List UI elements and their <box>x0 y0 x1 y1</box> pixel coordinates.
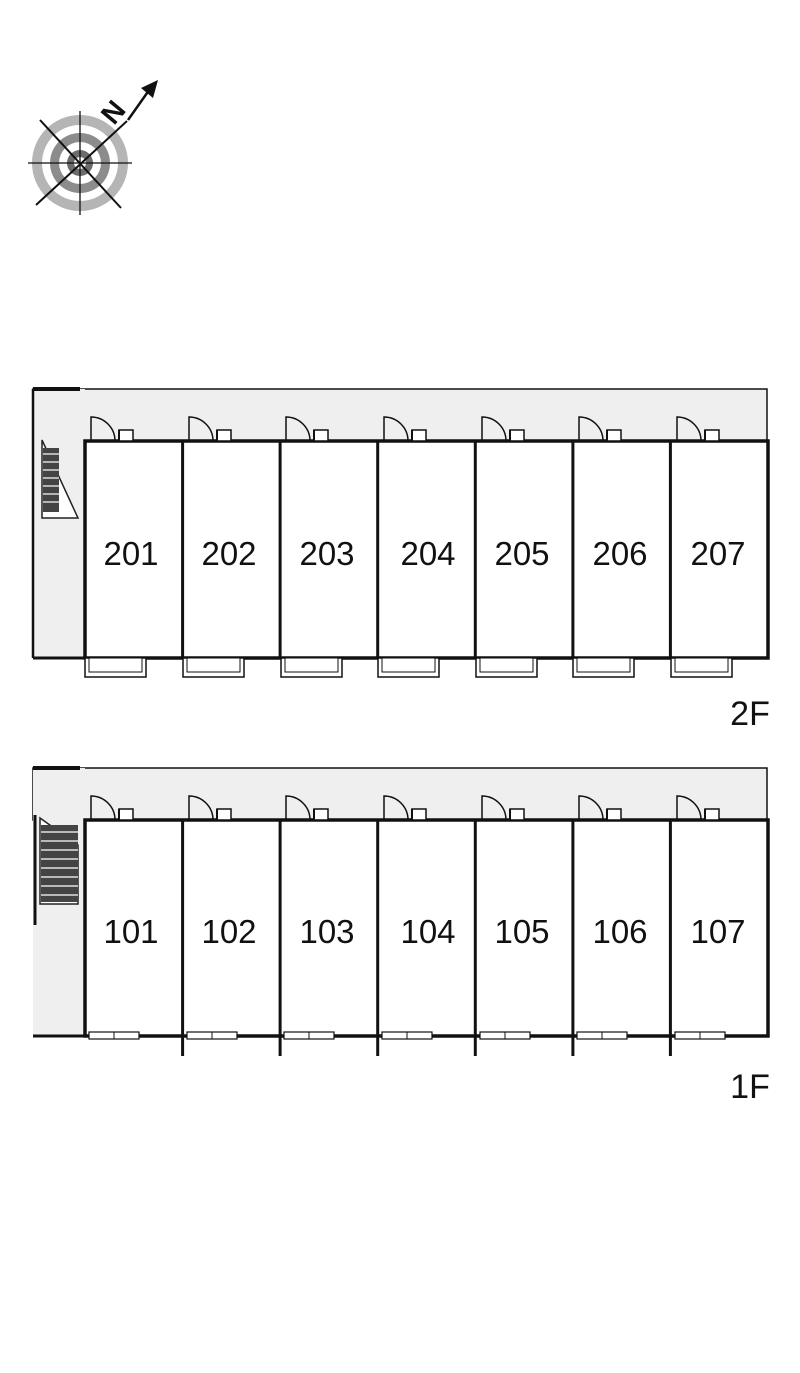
unit-label-207: 207 <box>690 535 745 572</box>
balcony <box>84 657 147 678</box>
door-icon <box>481 416 525 442</box>
window <box>186 1031 238 1040</box>
unit-label-206: 206 <box>592 535 647 572</box>
door-icon <box>676 795 720 821</box>
door-icon <box>383 416 427 442</box>
unit-block <box>83 818 770 1038</box>
stair-landing <box>33 389 85 658</box>
balcony <box>572 657 635 678</box>
door-icon <box>90 795 134 821</box>
door-icon <box>676 416 720 442</box>
balcony <box>670 657 733 678</box>
floor-label-1f: 1F <box>730 1068 770 1106</box>
door-icon <box>188 416 232 442</box>
floor-1f-plan: 101 102 103 104 105 106 107 1F <box>32 766 770 1106</box>
unit-label-103: 103 <box>299 913 354 950</box>
door-icon <box>383 795 427 821</box>
floor-2f-plan: 201 202 203 204 205 206 207 2F <box>31 387 770 733</box>
unit-label-102: 102 <box>201 913 256 950</box>
unit-label-203: 203 <box>299 535 354 572</box>
door-icon <box>285 416 329 442</box>
corridor <box>32 388 768 442</box>
door-icon <box>285 795 329 821</box>
unit-label-204: 204 <box>400 535 455 572</box>
compass-rose-icon: N <box>28 80 158 215</box>
window <box>381 1031 433 1040</box>
balcony <box>475 657 538 678</box>
balcony <box>280 657 343 678</box>
door-icon <box>90 416 134 442</box>
unit-label-101: 101 <box>103 913 158 950</box>
door-icon <box>188 795 232 821</box>
balcony <box>377 657 440 678</box>
door-icon <box>578 795 622 821</box>
door-icon <box>481 795 525 821</box>
unit-label-201: 201 <box>103 535 158 572</box>
staircase-icon <box>39 816 79 905</box>
unit-label-105: 105 <box>494 913 549 950</box>
unit-label-202: 202 <box>201 535 256 572</box>
door-icon <box>578 416 622 442</box>
unit-label-205: 205 <box>494 535 549 572</box>
unit-label-106: 106 <box>592 913 647 950</box>
corridor <box>32 767 768 821</box>
floor-label-2f: 2F <box>730 695 770 733</box>
window <box>283 1031 335 1040</box>
staircase-icon <box>41 439 80 519</box>
unit-label-107: 107 <box>690 913 745 950</box>
window <box>479 1031 531 1040</box>
window <box>674 1031 726 1040</box>
unit-label-104: 104 <box>400 913 455 950</box>
window <box>576 1031 628 1040</box>
window <box>88 1031 140 1040</box>
balcony <box>182 657 245 678</box>
unit-block <box>83 439 770 660</box>
